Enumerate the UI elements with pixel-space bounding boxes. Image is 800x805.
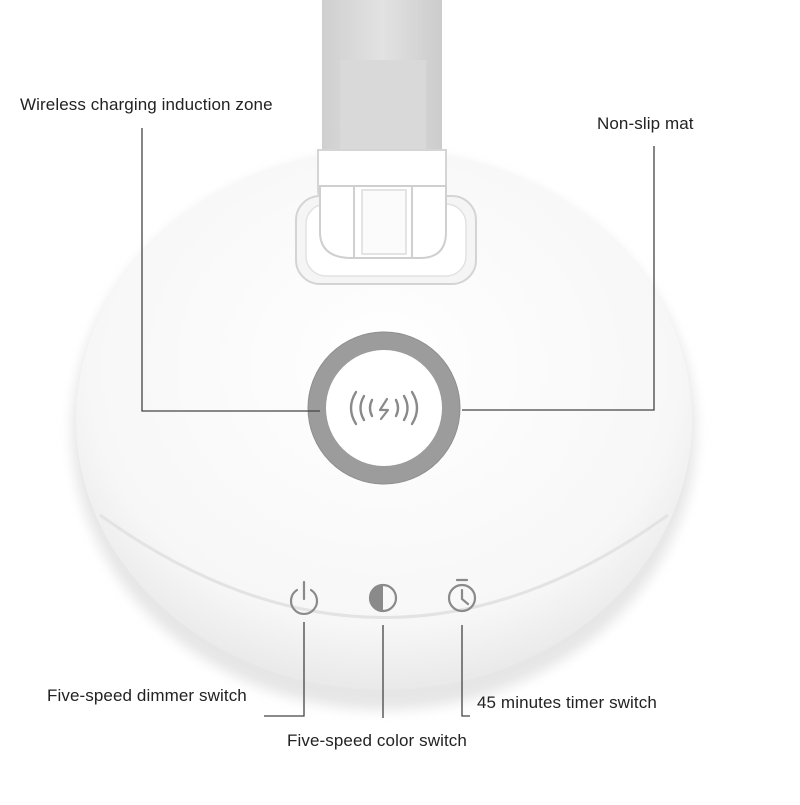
callout-timer xyxy=(461,625,470,717)
base-rim xyxy=(99,513,669,619)
stopwatch-icon[interactable] xyxy=(447,578,477,613)
timer-switch-label: 45 minutes timer switch xyxy=(477,693,657,712)
wireless-charging-label: Wireless charging induction zone xyxy=(20,95,273,114)
dimmer-switch-label: Five-speed dimmer switch xyxy=(47,686,247,705)
callout-lines xyxy=(141,128,655,718)
callout-dimmer xyxy=(264,622,305,717)
non-slip-mat-label: Non-slip mat xyxy=(597,114,694,133)
callout-wireless xyxy=(141,128,320,412)
half-circle-contrast-icon[interactable] xyxy=(368,583,398,613)
color-switch-label: Five-speed color switch xyxy=(287,731,467,750)
wireless-charging-icon xyxy=(349,390,419,426)
power-icon[interactable] xyxy=(289,580,319,615)
callout-nonslip xyxy=(462,146,655,411)
